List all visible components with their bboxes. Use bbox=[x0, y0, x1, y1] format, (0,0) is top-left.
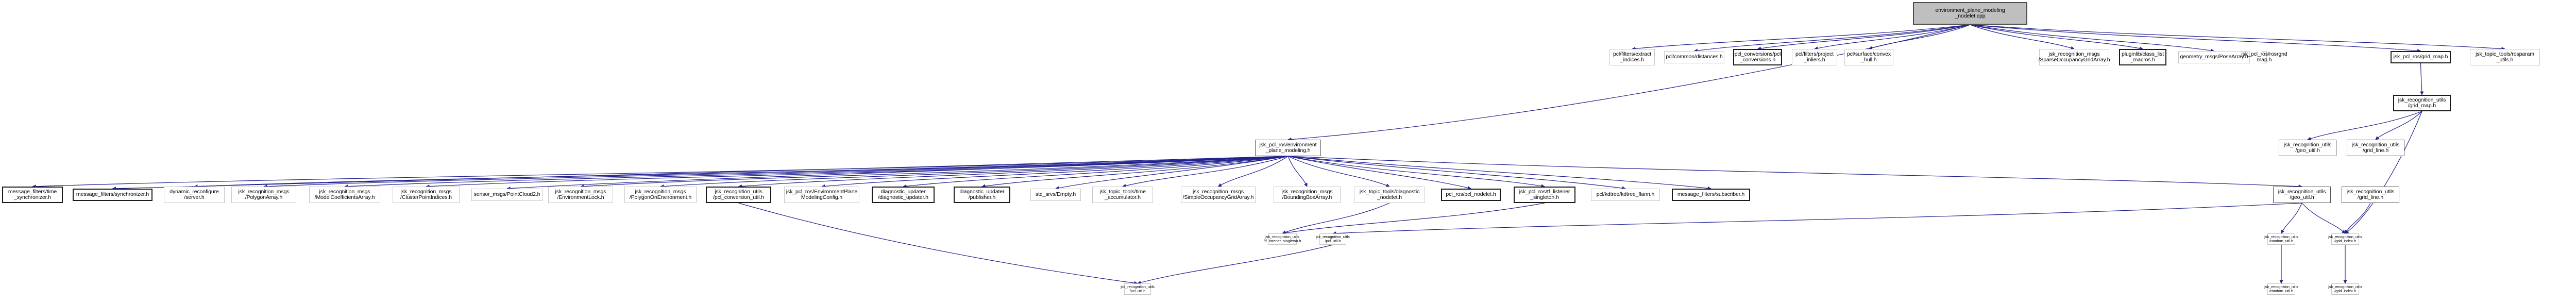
graph-edge bbox=[1122, 156, 1289, 188]
graph-edge bbox=[1055, 156, 1289, 190]
graph-node-simple_occ_grid_array[interactable]: jsk_recognition_msgs /SimpleOccupancyGri… bbox=[1181, 187, 1256, 203]
graph-node-diag_publisher[interactable]: diagnostic_updater /publisher.h bbox=[954, 187, 1010, 203]
graph-edge bbox=[903, 156, 1289, 188]
graph-node-tf_listener_singleton[interactable]: jsk_pcl_ros/tf_listener _singleton.h bbox=[1514, 187, 1575, 203]
graph-node-time_accumulator[interactable]: jsk_topic_tools/time _accumulator.h bbox=[1092, 187, 1153, 203]
graph-edge bbox=[263, 156, 1289, 189]
graph-node-ru_grid_map[interactable]: jsk_recognition_utils /grid_map.h bbox=[2393, 95, 2451, 111]
graph-node-pcl_convex_hull[interactable]: pcl/surface/convex _hull.h bbox=[1844, 49, 1893, 65]
graph-edge bbox=[2345, 203, 2371, 234]
graph-edge bbox=[506, 156, 1289, 191]
graph-edge bbox=[1632, 24, 1971, 50]
graph-node-polygon_on_env[interactable]: jsk_recognition_msgs /PolygonOnEnvironme… bbox=[624, 187, 697, 203]
graph-node-ru_grid_index_b[interactable]: jsk_recognition_utils /grid_index.h bbox=[2328, 283, 2362, 295]
graph-node-environment_lock[interactable]: jsk_recognition_msgs /EnvironmentLock.h bbox=[548, 187, 613, 203]
graph-edge bbox=[981, 156, 1289, 188]
graph-edge bbox=[2420, 63, 2424, 95]
graph-edge bbox=[2281, 203, 2302, 234]
graph-edge bbox=[2375, 111, 2422, 140]
graph-node-dyn_reconf_server[interactable]: dynamic_reconfigure /server.h bbox=[164, 187, 225, 203]
graph-node-pcl_distances[interactable]: pcl/common/distances.h bbox=[1664, 51, 1724, 63]
graph-edge bbox=[112, 156, 1289, 191]
graph-node-model_coeff_array[interactable]: jsk_recognition_msgs /ModelCoefficientsA… bbox=[309, 187, 380, 203]
graph-edge bbox=[1282, 203, 1545, 235]
graph-node-jsk_pcl_rosrcgnd[interactable]: jsk_pcl_ros/rosrgnd map.h bbox=[2241, 50, 2287, 63]
graph-edge bbox=[1287, 156, 1545, 188]
graph-edge bbox=[1282, 203, 1390, 234]
graph-edge bbox=[1970, 24, 2143, 50]
graph-node-ru_geo_util_top[interactable]: jsk_recognition_utils /geo_util.h bbox=[2279, 140, 2336, 156]
graph-edge bbox=[1970, 24, 2215, 53]
graph-node-polygon_array[interactable]: jsk_recognition_msgs /PolygonArray.h bbox=[231, 187, 296, 203]
graph-edge bbox=[1757, 24, 1971, 50]
graph-node-kdtree_flann[interactable]: pcl/kdtree/kdtree_flann.h bbox=[1591, 189, 1660, 201]
graph-edge bbox=[738, 203, 1138, 285]
graph-node-mf_time_sync[interactable]: message_filters/time _synchronizer.h bbox=[2, 187, 63, 203]
graph-edge bbox=[2301, 203, 2346, 234]
graph-edge bbox=[1287, 24, 1971, 142]
graph-node-ru_tf_listener_singl[interactable]: jsk_recognition_utils /tf_listener_singl… bbox=[1264, 233, 1301, 245]
graph-edge bbox=[1287, 156, 1711, 190]
graph-edge bbox=[1287, 156, 1308, 187]
graph-edge bbox=[1217, 156, 1289, 187]
graph-edge bbox=[1287, 156, 2302, 189]
graph-node-sparse_occ_grid_array[interactable]: jsk_recognition_msgs /SparseOccupancyGri… bbox=[2039, 49, 2110, 65]
graph-edge bbox=[1970, 24, 2505, 51]
graph-edge bbox=[1287, 156, 1626, 190]
graph-edge bbox=[1332, 203, 2302, 235]
graph-node-grid_map_top[interactable]: jsk_pcl_ros/grid_map.h bbox=[2391, 51, 2451, 63]
graph-node-ru_random_util_b[interactable]: jsk_recognition_utils /random_util.h bbox=[2264, 283, 2298, 295]
graph-node-ru_pcl_util_bottom[interactable]: jsk_recognition_utils /pcl_util.h bbox=[1121, 283, 1155, 295]
graph-edge bbox=[1970, 24, 2075, 50]
graph-node-pcl_extract_indices[interactable]: pcl/filters/extract _indices.h bbox=[1609, 49, 1655, 65]
graph-node-ru_random_util[interactable]: jsk_recognition_utils /random_util.h bbox=[2264, 233, 2298, 245]
graph-edge bbox=[344, 156, 1289, 189]
graph-edge bbox=[32, 156, 1289, 189]
graph-node-mf_subscriber[interactable]: message_filters/subscriber.h bbox=[1672, 189, 1750, 201]
graph-edge bbox=[1287, 156, 1471, 190]
graph-edge bbox=[2345, 111, 2422, 234]
graph-node-root[interactable]: environment_plane_modeling _nodelet.cpp bbox=[1913, 2, 2027, 25]
graph-node-rosparam_utils[interactable]: jsk_topic_tools/rosparam _utils.h bbox=[2470, 49, 2540, 65]
graph-edge bbox=[1868, 24, 1971, 50]
graph-edge bbox=[426, 156, 1289, 189]
graph-edge bbox=[1693, 24, 1971, 53]
graph-node-diag_updater[interactable]: diagnostic_updater /diagnostic_updater.h bbox=[872, 187, 935, 203]
graph-node-point_cloud2[interactable]: sensor_msgs/PointCloud2.h bbox=[471, 189, 543, 201]
graph-node-bounding_box_array[interactable]: jsk_recognition_msgs /BoundingBoxArray.h bbox=[1274, 187, 1341, 203]
graph-node-cluster_point_indices[interactable]: jsk_recognition_msgs /ClusterPointIndice… bbox=[393, 187, 460, 203]
graph-node-ru_geo_util[interactable]: jsk_recognition_utils /geo_util.h bbox=[2273, 187, 2331, 203]
graph-node-pcl_conversion_util[interactable]: jsk_recognition_utils /pcl_conversion_ut… bbox=[706, 187, 771, 203]
graph-edge bbox=[1137, 244, 1333, 284]
graph-edge bbox=[1287, 156, 1390, 187]
graph-edge bbox=[660, 156, 1289, 189]
graph-node-std_srvs_empty[interactable]: std_srvs/Empty.h bbox=[1030, 189, 1081, 201]
graph-edge bbox=[194, 156, 1289, 189]
graph-node-pose_array[interactable]: geometry_msgs/PoseArray.h bbox=[2178, 51, 2250, 63]
graph-node-class_list_macros[interactable]: pluginlib/class_list _macros.h bbox=[2119, 49, 2166, 65]
graph-node-pcl_ros_pcl_nodelet[interactable]: pcl_ros/pcl_nodelet.h bbox=[1441, 189, 1501, 201]
graph-node-diag_nodelet[interactable]: jsk_topic_tools/diagnostic _nodelet.h bbox=[1354, 187, 1425, 203]
graph-edge bbox=[1814, 24, 1971, 50]
graph-edge bbox=[821, 156, 1289, 188]
graph-node-pcl_project_inliers[interactable]: pcl/filters/project _inliers.h bbox=[1792, 49, 1837, 65]
graph-node-ru_grid_index[interactable]: jsk_recognition_utils /grid_index.h bbox=[2328, 233, 2362, 245]
graph-node-ru_pcl_util_mid[interactable]: jsk_recognition_utils /pcl_util.h bbox=[1316, 233, 1350, 245]
graph-edge bbox=[2307, 111, 2422, 141]
graph-node-mf_sync[interactable]: message_filters/synchronizer.h bbox=[73, 189, 152, 201]
graph-node-pcl_conversions[interactable]: pcl_conversions/pcl _conversions.h bbox=[1733, 49, 1782, 65]
graph-node-ru_grid_line_top[interactable]: jsk_recognition_utils /grid_line.h bbox=[2347, 140, 2404, 156]
graph-edge bbox=[1970, 24, 2421, 53]
graph-edge bbox=[580, 156, 1289, 189]
graph-node-ru_grid_line[interactable]: jsk_recognition_utils /grid_line.h bbox=[2342, 187, 2399, 203]
graph-node-env_plane_cfg[interactable]: jsk_pcl_ros/EnvironmentPlane ModelingCon… bbox=[784, 187, 859, 203]
graph-edge bbox=[738, 156, 1289, 189]
graph-node-env_plane_modeling_h[interactable]: jsk_pcl_ros/environment _plane_modeling.… bbox=[1255, 140, 1321, 156]
